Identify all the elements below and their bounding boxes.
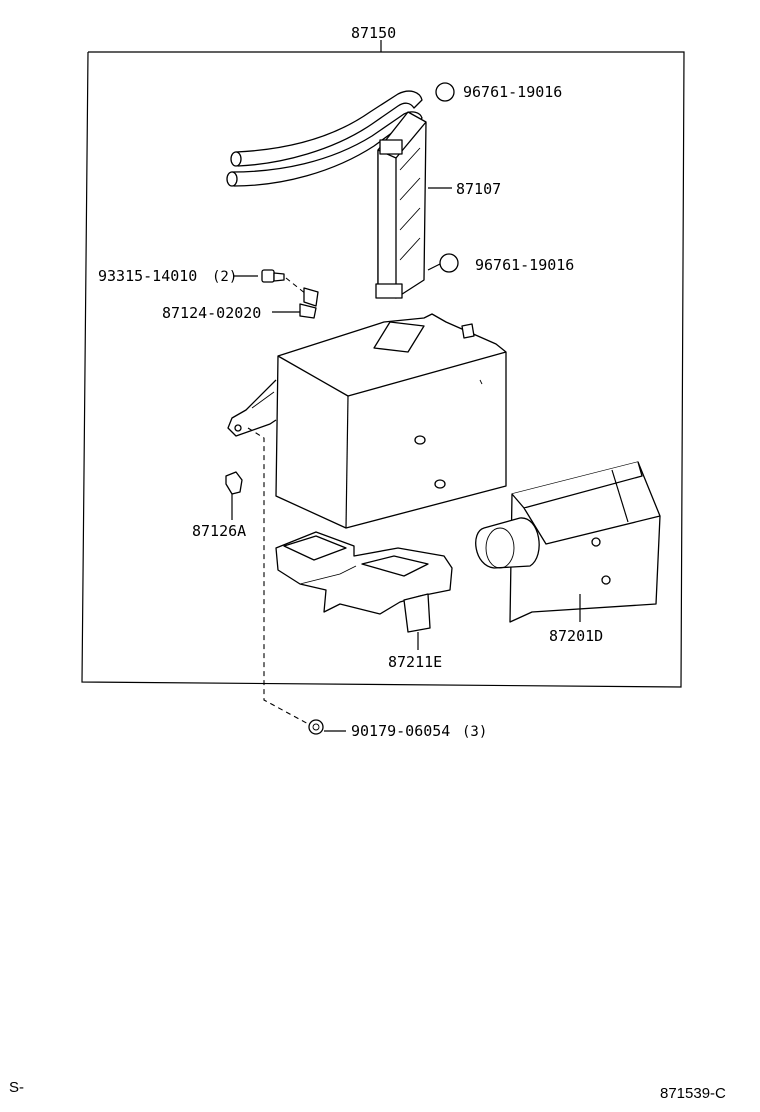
- nut-qty-label: (3): [462, 724, 487, 740]
- clip-label: 87126A: [192, 522, 246, 540]
- oring-bottom-drawing: 96761-19016: [427, 253, 574, 274]
- duct-d-label: 87201D: [549, 627, 603, 645]
- nut-number-label: 90179-06054: [351, 722, 450, 740]
- duct-d-drawing: 87201D: [475, 461, 661, 645]
- assembly-number-label: 87150: [351, 24, 396, 42]
- heater-case-drawing: [227, 313, 507, 529]
- heater-core-label: 87107: [456, 180, 501, 198]
- clamp-drawing: 87124-02020: [162, 287, 319, 322]
- screw-qty-label: (2): [212, 269, 237, 285]
- nut-drawing: 90179-06054 (3): [308, 719, 487, 740]
- oring-top-drawing: 96761-19016: [435, 82, 562, 102]
- oring-bottom-label: 96761-19016: [475, 256, 574, 274]
- oring-top-label: 96761-19016: [463, 83, 562, 101]
- screw-number-label: 93315-14010: [98, 267, 197, 285]
- duct-e-label: 87211E: [388, 653, 442, 671]
- screw-drawing: 93315-14010 (2): [98, 267, 307, 295]
- assembly-frame: 87150: [81, 24, 685, 688]
- footer-right-code: 871539-C: [660, 1085, 726, 1102]
- footer-left-code: S-: [9, 1079, 24, 1096]
- clip-drawing: 87126A: [192, 471, 246, 540]
- heater-core-drawing: 87107: [226, 90, 501, 299]
- duct-e-drawing: 87211E: [275, 531, 453, 671]
- clamp-label: 87124-02020: [162, 304, 261, 322]
